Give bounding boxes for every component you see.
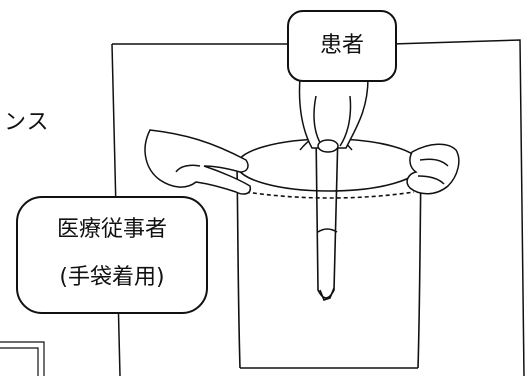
worker-left-hand [144, 129, 252, 195]
patient-label: 患者 [319, 33, 364, 58]
worker-label-bubble: 医療従事者 (手袋着用) [16, 196, 208, 314]
corner-box [0, 341, 45, 376]
patient-hand [298, 77, 369, 153]
worker-right-hand [406, 143, 460, 195]
worker-label: 医療従事者 [56, 217, 167, 242]
gloves-note: (手袋着用) [59, 265, 165, 290]
specimen-bag [236, 138, 422, 369]
title-fragment: ンス [4, 110, 50, 135]
patient-label-bubble: 患者 [287, 10, 397, 82]
test-tube [299, 131, 353, 301]
